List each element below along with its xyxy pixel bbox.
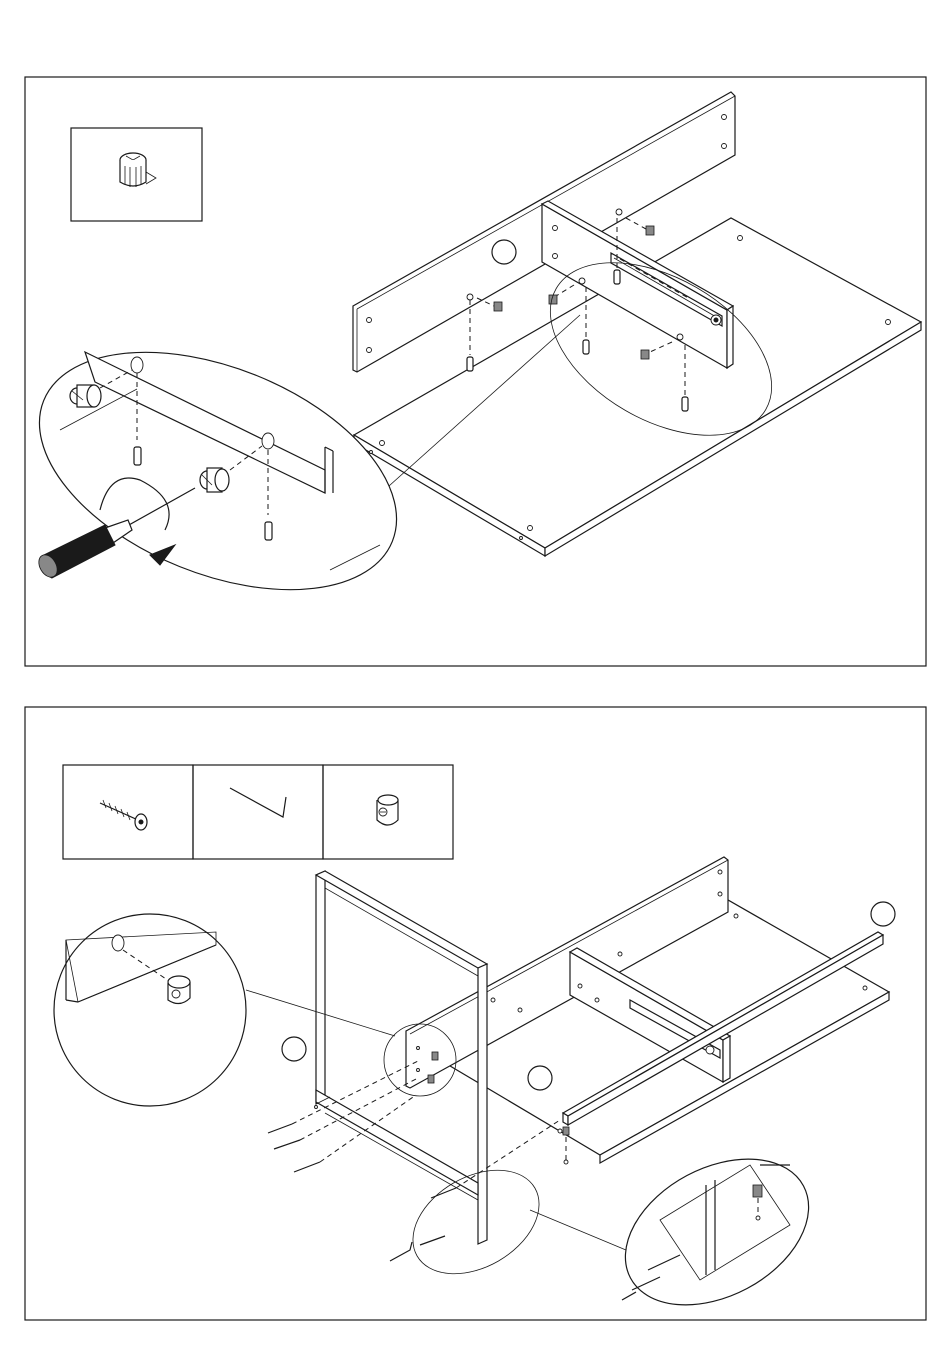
cam-lock-icon <box>200 468 229 492</box>
zoom-detail-step-2-circle <box>54 914 395 1106</box>
connector-bolt-icon <box>100 800 147 830</box>
barrel-nut-icon <box>377 795 398 825</box>
detail-ellipse-small <box>395 1149 558 1295</box>
cam-lock-icon <box>120 153 156 187</box>
step-2-panel <box>25 707 926 1335</box>
part-callout-circle <box>282 1037 306 1061</box>
cam-lock-icon <box>70 385 101 407</box>
part-callout-circle <box>871 902 895 926</box>
zoom-detail-step-2-ellipse <box>600 1129 833 1334</box>
step-2-hardware-legend <box>63 765 453 859</box>
allen-key-icon <box>230 788 286 817</box>
barrel-nut-icon <box>168 976 190 1004</box>
step-1-panel <box>5 77 926 666</box>
step-1-hardware-legend <box>71 128 202 221</box>
